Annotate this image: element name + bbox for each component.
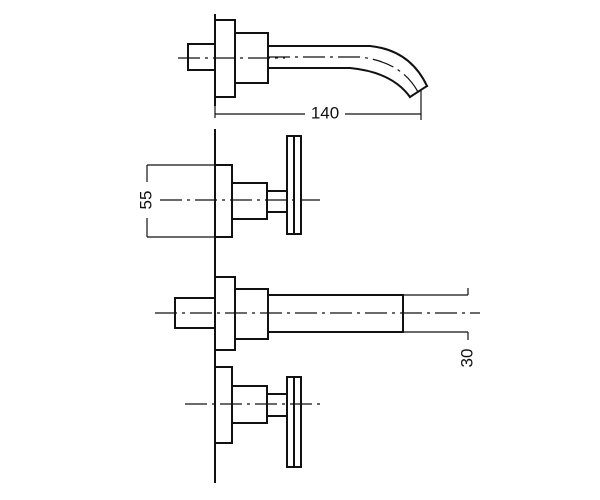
spout-stem <box>187 43 216 71</box>
spout-curve-top-edge <box>267 45 429 88</box>
spout-main-pipe <box>267 294 404 333</box>
upper-stem <box>266 190 288 213</box>
dimension-label-30: 30 <box>457 349 476 368</box>
mixer-side-view: 55 30 <box>136 129 480 483</box>
upper-handle-assembly <box>160 135 320 238</box>
spout-body <box>234 32 269 84</box>
spout-centerline <box>268 56 419 93</box>
spout-curve-bottom-edge <box>267 67 412 99</box>
dimension-label-140: 140 <box>311 103 339 122</box>
upper-flange <box>214 164 233 238</box>
middle-spout-assembly: 30 <box>155 276 480 368</box>
dimension-55: 55 <box>136 164 215 238</box>
spout-main-body <box>234 288 269 340</box>
upper-body <box>231 182 268 220</box>
lower-flange <box>214 366 233 444</box>
spout-outlet <box>408 84 429 99</box>
dimension-label-55: 55 <box>136 191 155 210</box>
spout-side-view: 140 <box>178 14 429 122</box>
lower-stem <box>266 393 288 417</box>
lower-handle-assembly <box>185 366 320 468</box>
